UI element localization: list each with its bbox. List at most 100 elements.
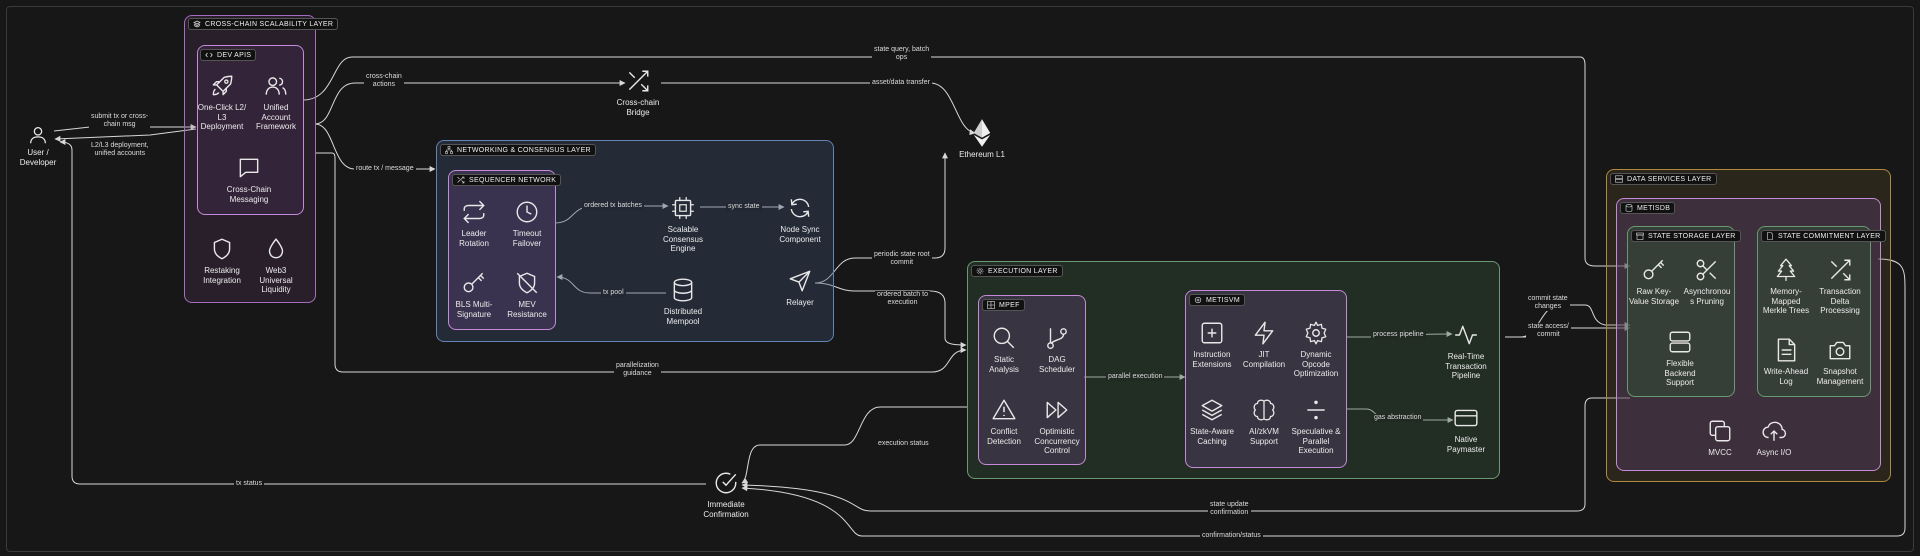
state-storage-group — [1627, 226, 1735, 397]
edge-state-query — [302, 56, 1631, 269]
state-commitment-group — [1757, 226, 1871, 397]
label-l2l3-deploy: L2/L3 deployment, unified accounts — [89, 142, 151, 158]
mpef-group — [978, 295, 1086, 465]
edge-confirmation-status — [741, 258, 1906, 537]
key-icon — [463, 272, 485, 293]
node-one-click-deployment[interactable]: One-Click L2/ L3 Deployment — [190, 73, 254, 132]
label-tx-pool: tx pool — [601, 289, 626, 297]
node-bls-multi-signature[interactable]: BLS Multi- Signature — [442, 270, 506, 319]
alert-triangle-icon — [992, 399, 1016, 420]
metisdb-tag: METISDB — [1620, 202, 1676, 214]
node-user-developer[interactable]: User / Developer — [6, 124, 70, 167]
node-write-ahead-log[interactable]: Write-Ahead Log — [1754, 337, 1818, 386]
node-ai-zkvm-support[interactable]: AI/zkVM Support — [1232, 397, 1296, 446]
sequencer-network-group — [448, 170, 556, 330]
file-icon — [1767, 232, 1773, 240]
message-square-icon — [239, 158, 259, 178]
node-timeout-failover[interactable]: Timeout Failover — [495, 199, 559, 248]
dev-apis-tag: DEV APIS — [200, 49, 257, 61]
canvas-frame — [6, 6, 1914, 552]
node-native-paymaster[interactable]: Native Paymaster — [1434, 405, 1498, 454]
trending-icon — [1830, 259, 1851, 281]
mpef-tag: MPEF — [982, 299, 1025, 311]
execution-layer-tag: EXECUTION LAYER — [971, 265, 1063, 277]
node-jit-compilation[interactable]: JIT Compilation — [1232, 320, 1296, 369]
node-instruction-extensions[interactable]: Instruction Extensions — [1180, 320, 1244, 369]
label-gas-abstraction: gas abstraction — [1372, 414, 1424, 422]
label-route-tx: route tx / message — [354, 165, 416, 173]
database-icon — [673, 278, 693, 302]
users-icon — [265, 77, 287, 95]
edge-state-update — [741, 397, 1630, 512]
node-immediate-confirmation[interactable]: Immediate Confirmation — [694, 470, 758, 519]
cloud-upload-icon — [1762, 421, 1787, 441]
label-confirmation-status: confirmation/status — [1200, 532, 1263, 540]
scissors-icon — [1696, 259, 1717, 281]
edge-parallelization — [315, 152, 967, 373]
send-icon — [789, 270, 811, 292]
node-async-io[interactable]: Async I/O — [1742, 418, 1806, 458]
label-periodic-root: periodic state root commit — [872, 251, 932, 267]
node-asynchronous-pruning[interactable]: Asynchronou s Pruning — [1675, 257, 1739, 306]
node-transaction-delta-processing[interactable]: Transaction Delta Processing — [1808, 257, 1872, 316]
state-commitment-tag: STATE COMMITMENT LAYER — [1761, 230, 1886, 242]
node-unified-account-framework[interactable]: Unified Account Framework — [244, 73, 308, 132]
network-icon — [445, 146, 453, 154]
server-icon — [1669, 331, 1691, 353]
git-branch-icon — [1047, 328, 1067, 349]
node-mev-resistance[interactable]: MEV Resistance — [495, 270, 559, 319]
node-web3-universal-liquidity[interactable]: Web3 Universal Liquidity — [244, 236, 308, 295]
grid-icon — [987, 301, 995, 309]
node-node-sync-component[interactable]: Node Sync Component — [768, 195, 832, 244]
plus-square-icon — [1201, 322, 1223, 344]
divide-icon — [1307, 400, 1325, 420]
edge-tx-pool — [556, 274, 666, 294]
repeat-icon — [463, 200, 485, 224]
archive-icon — [1636, 232, 1644, 240]
edge-l2l3-deploy — [54, 128, 197, 142]
node-optimistic-concurrency-control[interactable]: Optimistic Concurrency Control — [1025, 397, 1089, 456]
brain-icon — [1253, 399, 1275, 421]
zap-icon — [1254, 321, 1274, 345]
node-cross-chain-messaging[interactable]: Cross-Chain Messaging — [217, 155, 281, 204]
chip-icon — [1194, 296, 1202, 304]
node-scalable-consensus-engine[interactable]: Scalable Consensus Engine — [651, 195, 715, 254]
node-static-analysis[interactable]: Static Analysis — [972, 325, 1036, 374]
copy-icon — [1709, 420, 1731, 442]
edge-tx-status — [59, 139, 706, 485]
node-restaking-integration[interactable]: Restaking Integration — [190, 236, 254, 285]
node-mvcc[interactable]: MVCC — [1688, 418, 1752, 458]
user-icon — [30, 127, 46, 144]
node-leader-rotation[interactable]: Leader Rotation — [442, 199, 506, 248]
node-state-aware-caching[interactable]: State-Aware Caching — [1180, 397, 1244, 446]
networking-layer-tag: NETWORKING & CONSENSUS LAYER — [440, 144, 596, 156]
node-memory-mapped-merkle-trees[interactable]: Memory- Mapped Merkle Trees — [1754, 257, 1818, 316]
label-parallel-execution: parallel execution — [1106, 373, 1165, 381]
node-dag-scheduler[interactable]: DAG Scheduler — [1025, 325, 1089, 374]
node-speculative-parallel-execution[interactable]: Speculative & Parallel Execution — [1284, 397, 1348, 456]
key-icon — [1643, 259, 1665, 280]
node-ethereum-l1[interactable]: Ethereum L1 — [950, 118, 1014, 160]
node-flexible-backend-support[interactable]: Flexible Backend Support — [1648, 329, 1712, 388]
label-state-update: state update confirmation — [1208, 501, 1251, 517]
edge-ordered-batch-exec — [814, 282, 967, 348]
tree-icon — [1776, 258, 1796, 281]
node-dynamic-opcode-optimization[interactable]: Dynamic Opcode Optimization — [1284, 320, 1348, 379]
label-cross-chain-actions: cross-chain actions — [364, 73, 404, 89]
node-raw-key-value-storage[interactable]: Raw Key- Value Storage — [1622, 257, 1686, 306]
label-parallelization: parallelization guidance — [614, 362, 661, 378]
gear-icon — [1305, 321, 1327, 345]
node-conflict-detection[interactable]: Conflict Detection — [972, 397, 1036, 446]
cpu-icon — [672, 197, 694, 219]
edge-route-tx — [314, 123, 436, 172]
node-relayer[interactable]: Relayer — [768, 268, 832, 308]
clock-icon — [516, 201, 538, 223]
node-distributed-mempool[interactable]: Distributed Mempool — [651, 277, 715, 326]
ethereum-icon — [973, 119, 991, 147]
node-snapshot-management[interactable]: Snapshot Management — [1808, 337, 1872, 386]
label-sync-state: sync state — [726, 203, 762, 211]
node-cross-chain-bridge[interactable]: Cross-chain Bridge — [606, 68, 670, 117]
dev-apis-group — [197, 45, 304, 215]
shield-icon — [213, 238, 231, 260]
node-real-time-transaction-pipeline[interactable]: Real-Time Transaction Pipeline — [1434, 322, 1498, 381]
